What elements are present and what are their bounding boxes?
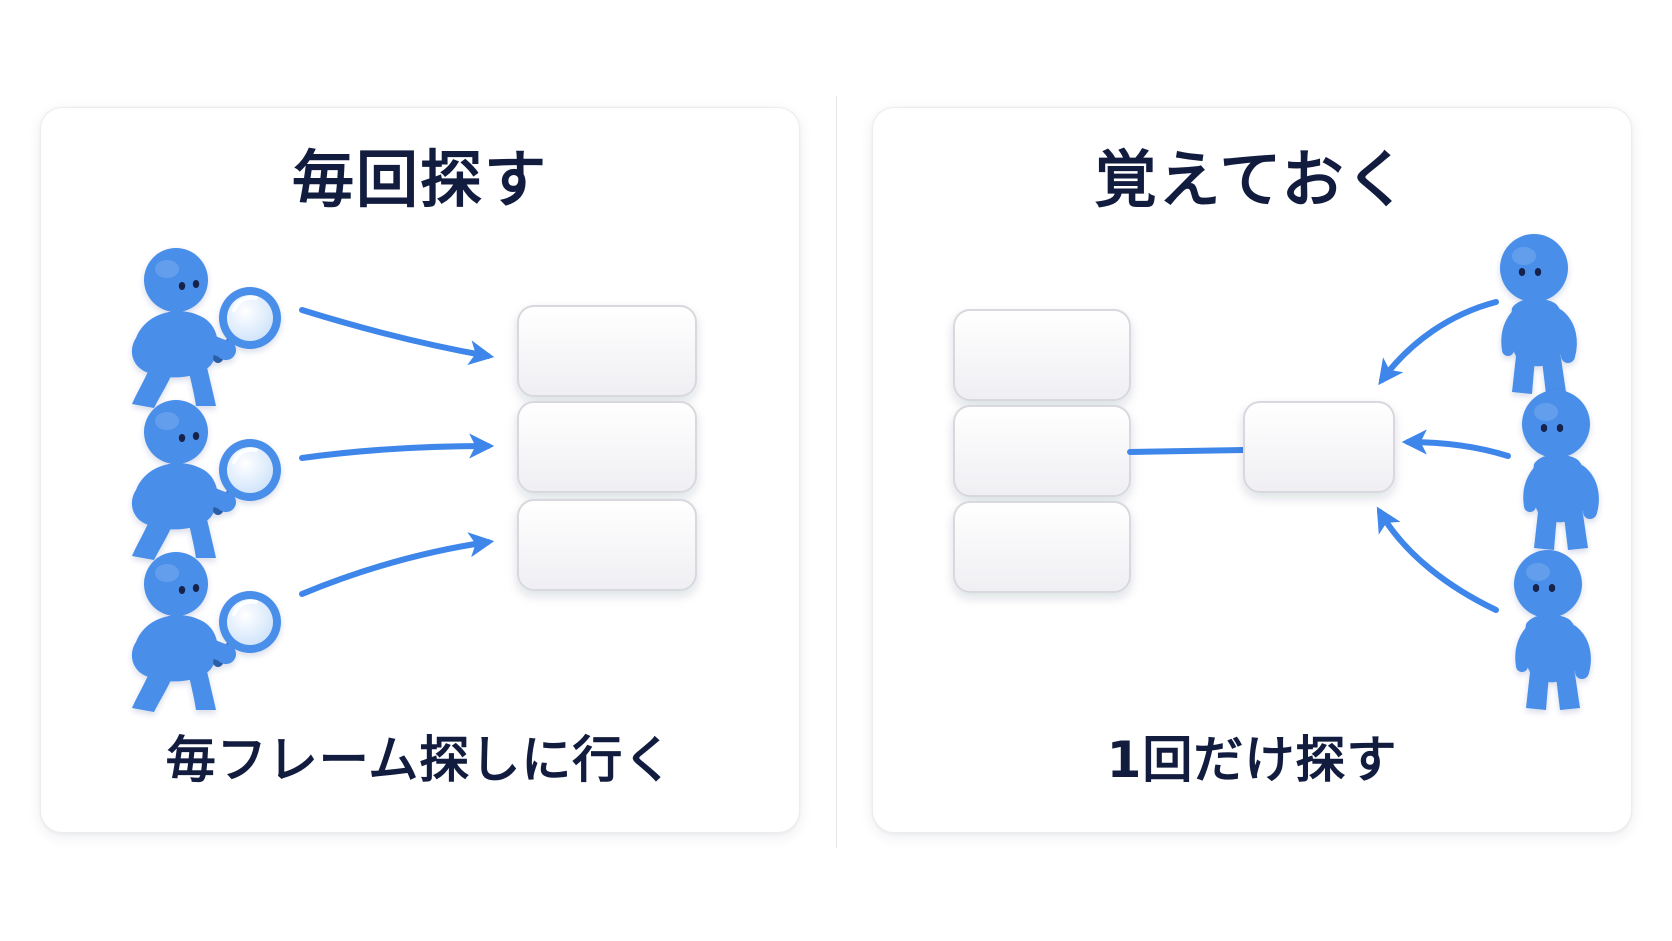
left-panel-caption: 毎フレーム探しに行く bbox=[165, 731, 675, 789]
panel-divider bbox=[836, 96, 837, 848]
left-panel-title: 毎回探す bbox=[291, 143, 548, 216]
left-panel: 毎回探す 毎フレーム探しに行く bbox=[40, 107, 800, 833]
right-panel-caption: 1回だけ探す bbox=[1106, 731, 1398, 789]
right-panel-title: 覚えておく bbox=[1094, 143, 1410, 216]
right-panel: 覚えておく 1回だけ探す bbox=[872, 107, 1632, 833]
